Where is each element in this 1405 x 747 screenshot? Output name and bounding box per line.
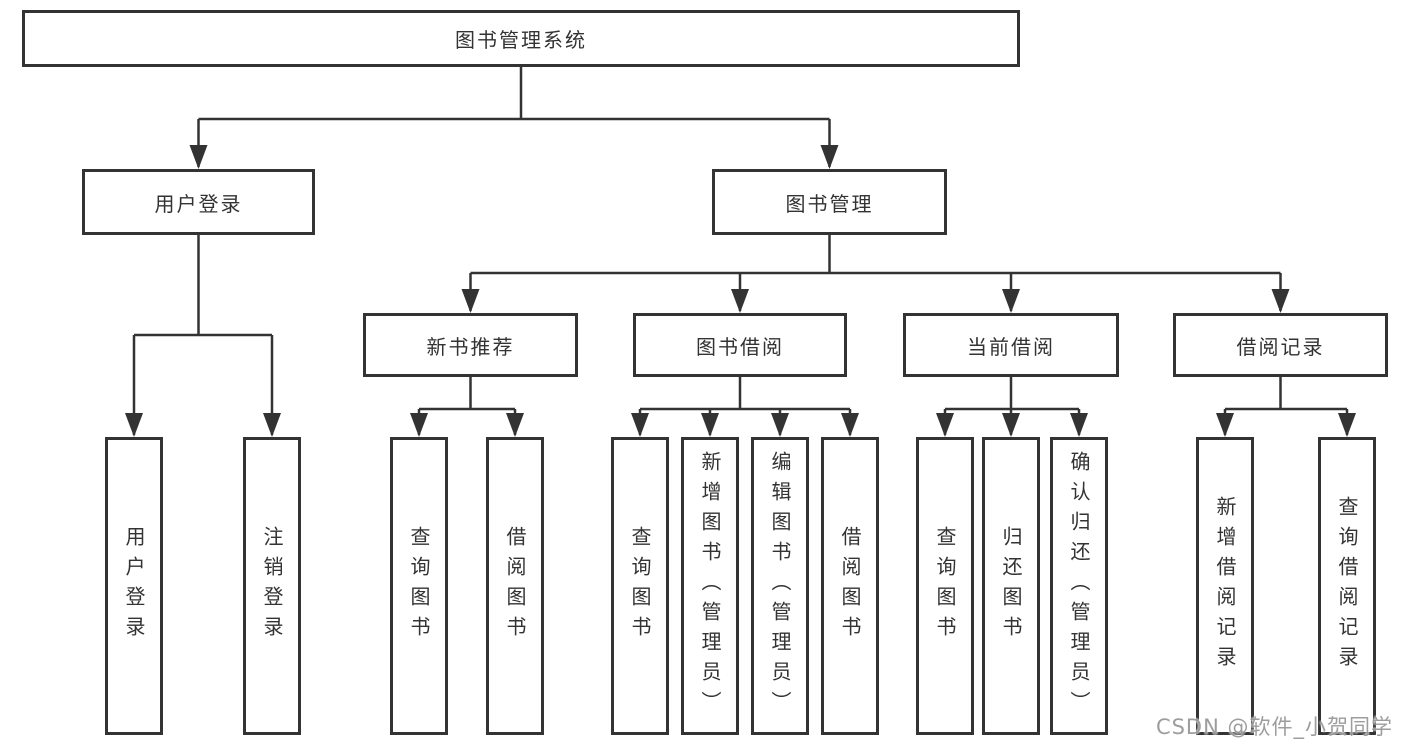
leaf-logout: 注销登录	[243, 437, 301, 735]
leaf-return-book: 归还图书	[982, 437, 1040, 735]
leaf-borrow-books-recommend: 借阅图书	[486, 437, 544, 735]
node-book-management: 图书管理	[712, 169, 947, 235]
tree-branch-lines	[134, 67, 1347, 411]
leaf-query-books-recommend: 查询图书	[390, 437, 448, 735]
node-root-system: 图书管理系统	[22, 10, 1020, 67]
leaf-borrow-books: 借阅图书	[821, 437, 879, 735]
leaf-query-borrow-record: 查询借阅记录	[1318, 437, 1376, 735]
leaf-edit-book-admin: 编辑图书（管理员）	[751, 437, 809, 735]
csdn-watermark: CSDN @软件_小贺同学	[1155, 715, 1393, 739]
node-user-login: 用户登录	[82, 169, 315, 235]
leaf-confirm-return-admin: 确认归还（管理员）	[1050, 437, 1108, 735]
leaf-add-borrow-record: 新增借阅记录	[1196, 437, 1254, 735]
leaf-query-books-borrow: 查询图书	[611, 437, 669, 735]
node-new-book-recommend: 新书推荐	[363, 313, 578, 377]
node-current-borrow: 当前借阅	[903, 313, 1119, 377]
leaf-query-books-current: 查询图书	[916, 437, 974, 735]
leaf-add-book-admin: 新增图书（管理员）	[681, 437, 739, 735]
leaf-user-login: 用户登录	[105, 437, 163, 735]
arrowheads	[125, 119, 1356, 437]
node-borrow-records: 借阅记录	[1173, 313, 1388, 377]
node-book-borrow: 图书借阅	[633, 313, 847, 377]
